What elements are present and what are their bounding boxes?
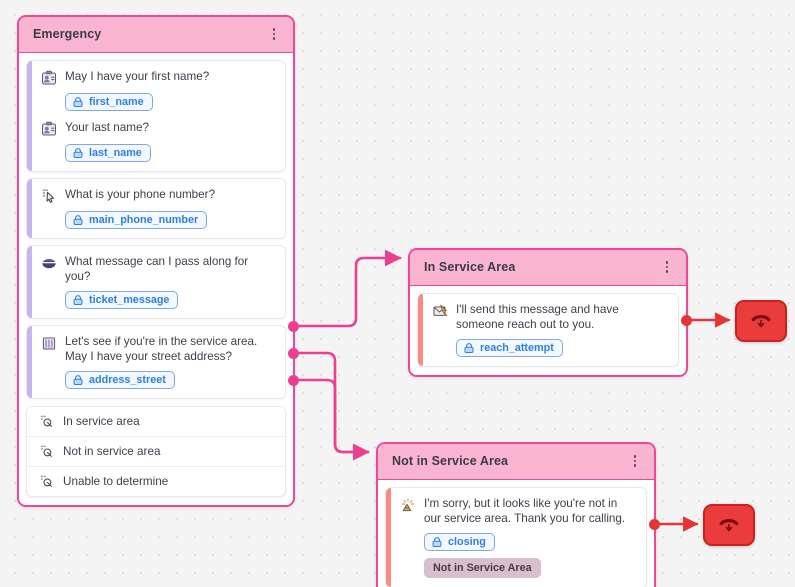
node-in-service-area-title: In Service Area [424, 260, 516, 274]
message-text: What message can I pass along for you? [65, 255, 249, 283]
message-row: I'll send this message and have someone … [432, 302, 668, 332]
variable-chip-main-phone-number[interactable]: main_phone_number [65, 211, 208, 229]
id-badge-icon [42, 121, 56, 136]
output-port-in-service-area-exit[interactable] [681, 315, 692, 326]
step-card-names[interactable]: May I have your first name? first_name [26, 60, 286, 172]
message-text: What is your phone number? [65, 188, 216, 201]
lock-icon [73, 97, 83, 107]
edge-not-in-service-area [294, 351, 370, 461]
lock-icon [73, 148, 83, 158]
kebab-menu-icon[interactable] [660, 259, 674, 275]
output-port-not-in-service-area[interactable] [288, 348, 299, 359]
variable-chip-reach-attempt[interactable]: reach_attempt [456, 339, 563, 357]
chip-group: main_phone_number [65, 211, 275, 229]
variable-chip-closing[interactable]: closing [424, 533, 495, 551]
node-in-service-area-header[interactable]: In Service Area [410, 250, 686, 286]
step-card-message[interactable]: What message can I pass along for you? t… [26, 245, 286, 319]
branch-unable-to-determine[interactable]: Unable to determine [27, 467, 285, 496]
node-not-in-service-area-body: I'm sorry, but it looks like you're not … [378, 480, 654, 587]
hangup-phone-icon [719, 519, 739, 532]
lock-icon [432, 537, 442, 547]
branch-label: Not in service area [63, 445, 161, 458]
branch-node-icon [40, 445, 52, 457]
tag-chip-not-in-service-area[interactable]: Not in Service Area [424, 558, 541, 578]
branch-label: Unable to determine [63, 475, 169, 488]
lock-icon [73, 375, 83, 385]
chip-label: last_name [89, 147, 142, 159]
variable-chip-first-name[interactable]: first_name [65, 93, 153, 111]
step-card-phone[interactable]: What is your phone number? main_phone_nu… [26, 178, 286, 239]
message-row: What is your phone number? [41, 187, 275, 204]
party-popper-icon [401, 498, 415, 512]
branch-not-in-service-area[interactable]: Not in service area [27, 437, 285, 467]
message-row: What message can I pass along for you? [41, 254, 275, 284]
building-icon [42, 337, 56, 350]
id-badge-icon [42, 70, 56, 85]
branch-node-icon [40, 415, 52, 427]
variable-chip-ticket-message[interactable]: ticket_message [65, 291, 179, 309]
chip-label: address_street [89, 374, 166, 386]
chip-label: ticket_message [89, 294, 170, 306]
node-emergency-title: Emergency [33, 27, 102, 41]
message-row: May I have your first name? [41, 69, 275, 86]
pointer-click-icon [42, 189, 55, 203]
message-text: I'll send this message and have someone … [456, 303, 619, 331]
tag-group: Not in Service Area [424, 558, 636, 578]
node-in-service-area-body: I'll send this message and have someone … [410, 286, 686, 375]
kebab-menu-icon[interactable] [267, 26, 281, 42]
hangup-phone-icon [751, 315, 771, 328]
message-text: Your last name? [65, 121, 150, 134]
chip-group: closing [424, 533, 636, 551]
output-port-in-service-area[interactable] [288, 321, 299, 332]
message-row: I'm sorry, but it looks like you're not … [400, 496, 636, 526]
variable-chip-last-name[interactable]: last_name [65, 144, 151, 162]
node-not-in-service-area[interactable]: Not in Service Area I'm sorry, but it lo… [376, 442, 656, 587]
message-row: Your last name? [41, 120, 275, 137]
variable-chip-address-street[interactable]: address_street [65, 371, 175, 389]
node-emergency[interactable]: Emergency May I have your first [17, 15, 295, 507]
output-port-not-in-service-area-exit[interactable] [649, 519, 660, 530]
branch-node-icon [40, 475, 52, 487]
edge-in-service-area [294, 249, 402, 328]
chip-group: ticket_message [65, 291, 275, 309]
chip-group: address_street [65, 371, 275, 389]
lock-icon [464, 343, 474, 353]
step-card-address[interactable]: Let's see if you're in the service area.… [26, 325, 286, 399]
step-card-reach-attempt[interactable]: I'll send this message and have someone … [417, 293, 679, 367]
message-text: Let's see if you're in the service area.… [65, 335, 258, 363]
chip-label: main_phone_number [89, 214, 199, 226]
chip-group: last_name [65, 144, 275, 162]
chip-group: first_name [65, 93, 275, 111]
terminal-hangup-bottom[interactable] [703, 504, 755, 546]
message-text: I'm sorry, but it looks like you're not … [424, 497, 626, 525]
terminal-hangup-top[interactable] [735, 300, 787, 342]
node-not-in-service-area-header[interactable]: Not in Service Area [378, 444, 654, 480]
branch-in-service-area[interactable]: In service area [27, 407, 285, 437]
output-port-unable-to-determine[interactable] [288, 375, 299, 386]
chip-label: closing [448, 536, 486, 548]
step-card-closing[interactable]: I'm sorry, but it looks like you're not … [385, 487, 647, 587]
chip-label: reach_attempt [480, 342, 554, 354]
branch-label: In service area [63, 415, 140, 428]
node-emergency-header[interactable]: Emergency [19, 17, 293, 53]
node-emergency-body: May I have your first name? first_name [19, 53, 293, 505]
send-mail-icon [433, 304, 448, 317]
message-row: Let's see if you're in the service area.… [41, 334, 275, 364]
message-text: May I have your first name? [65, 70, 210, 83]
node-in-service-area[interactable]: In Service Area I'll send this message a… [408, 248, 688, 377]
chip-label: first_name [89, 96, 144, 108]
envelope-icon [42, 259, 56, 269]
lock-icon [73, 295, 83, 305]
kebab-menu-icon[interactable] [628, 453, 642, 469]
node-not-in-service-area-title: Not in Service Area [392, 454, 509, 468]
branch-list: In service area Not in service area [26, 406, 286, 497]
edge-unable-to-determine [294, 378, 370, 461]
lock-icon [73, 215, 83, 225]
chip-group: reach_attempt [456, 339, 668, 357]
